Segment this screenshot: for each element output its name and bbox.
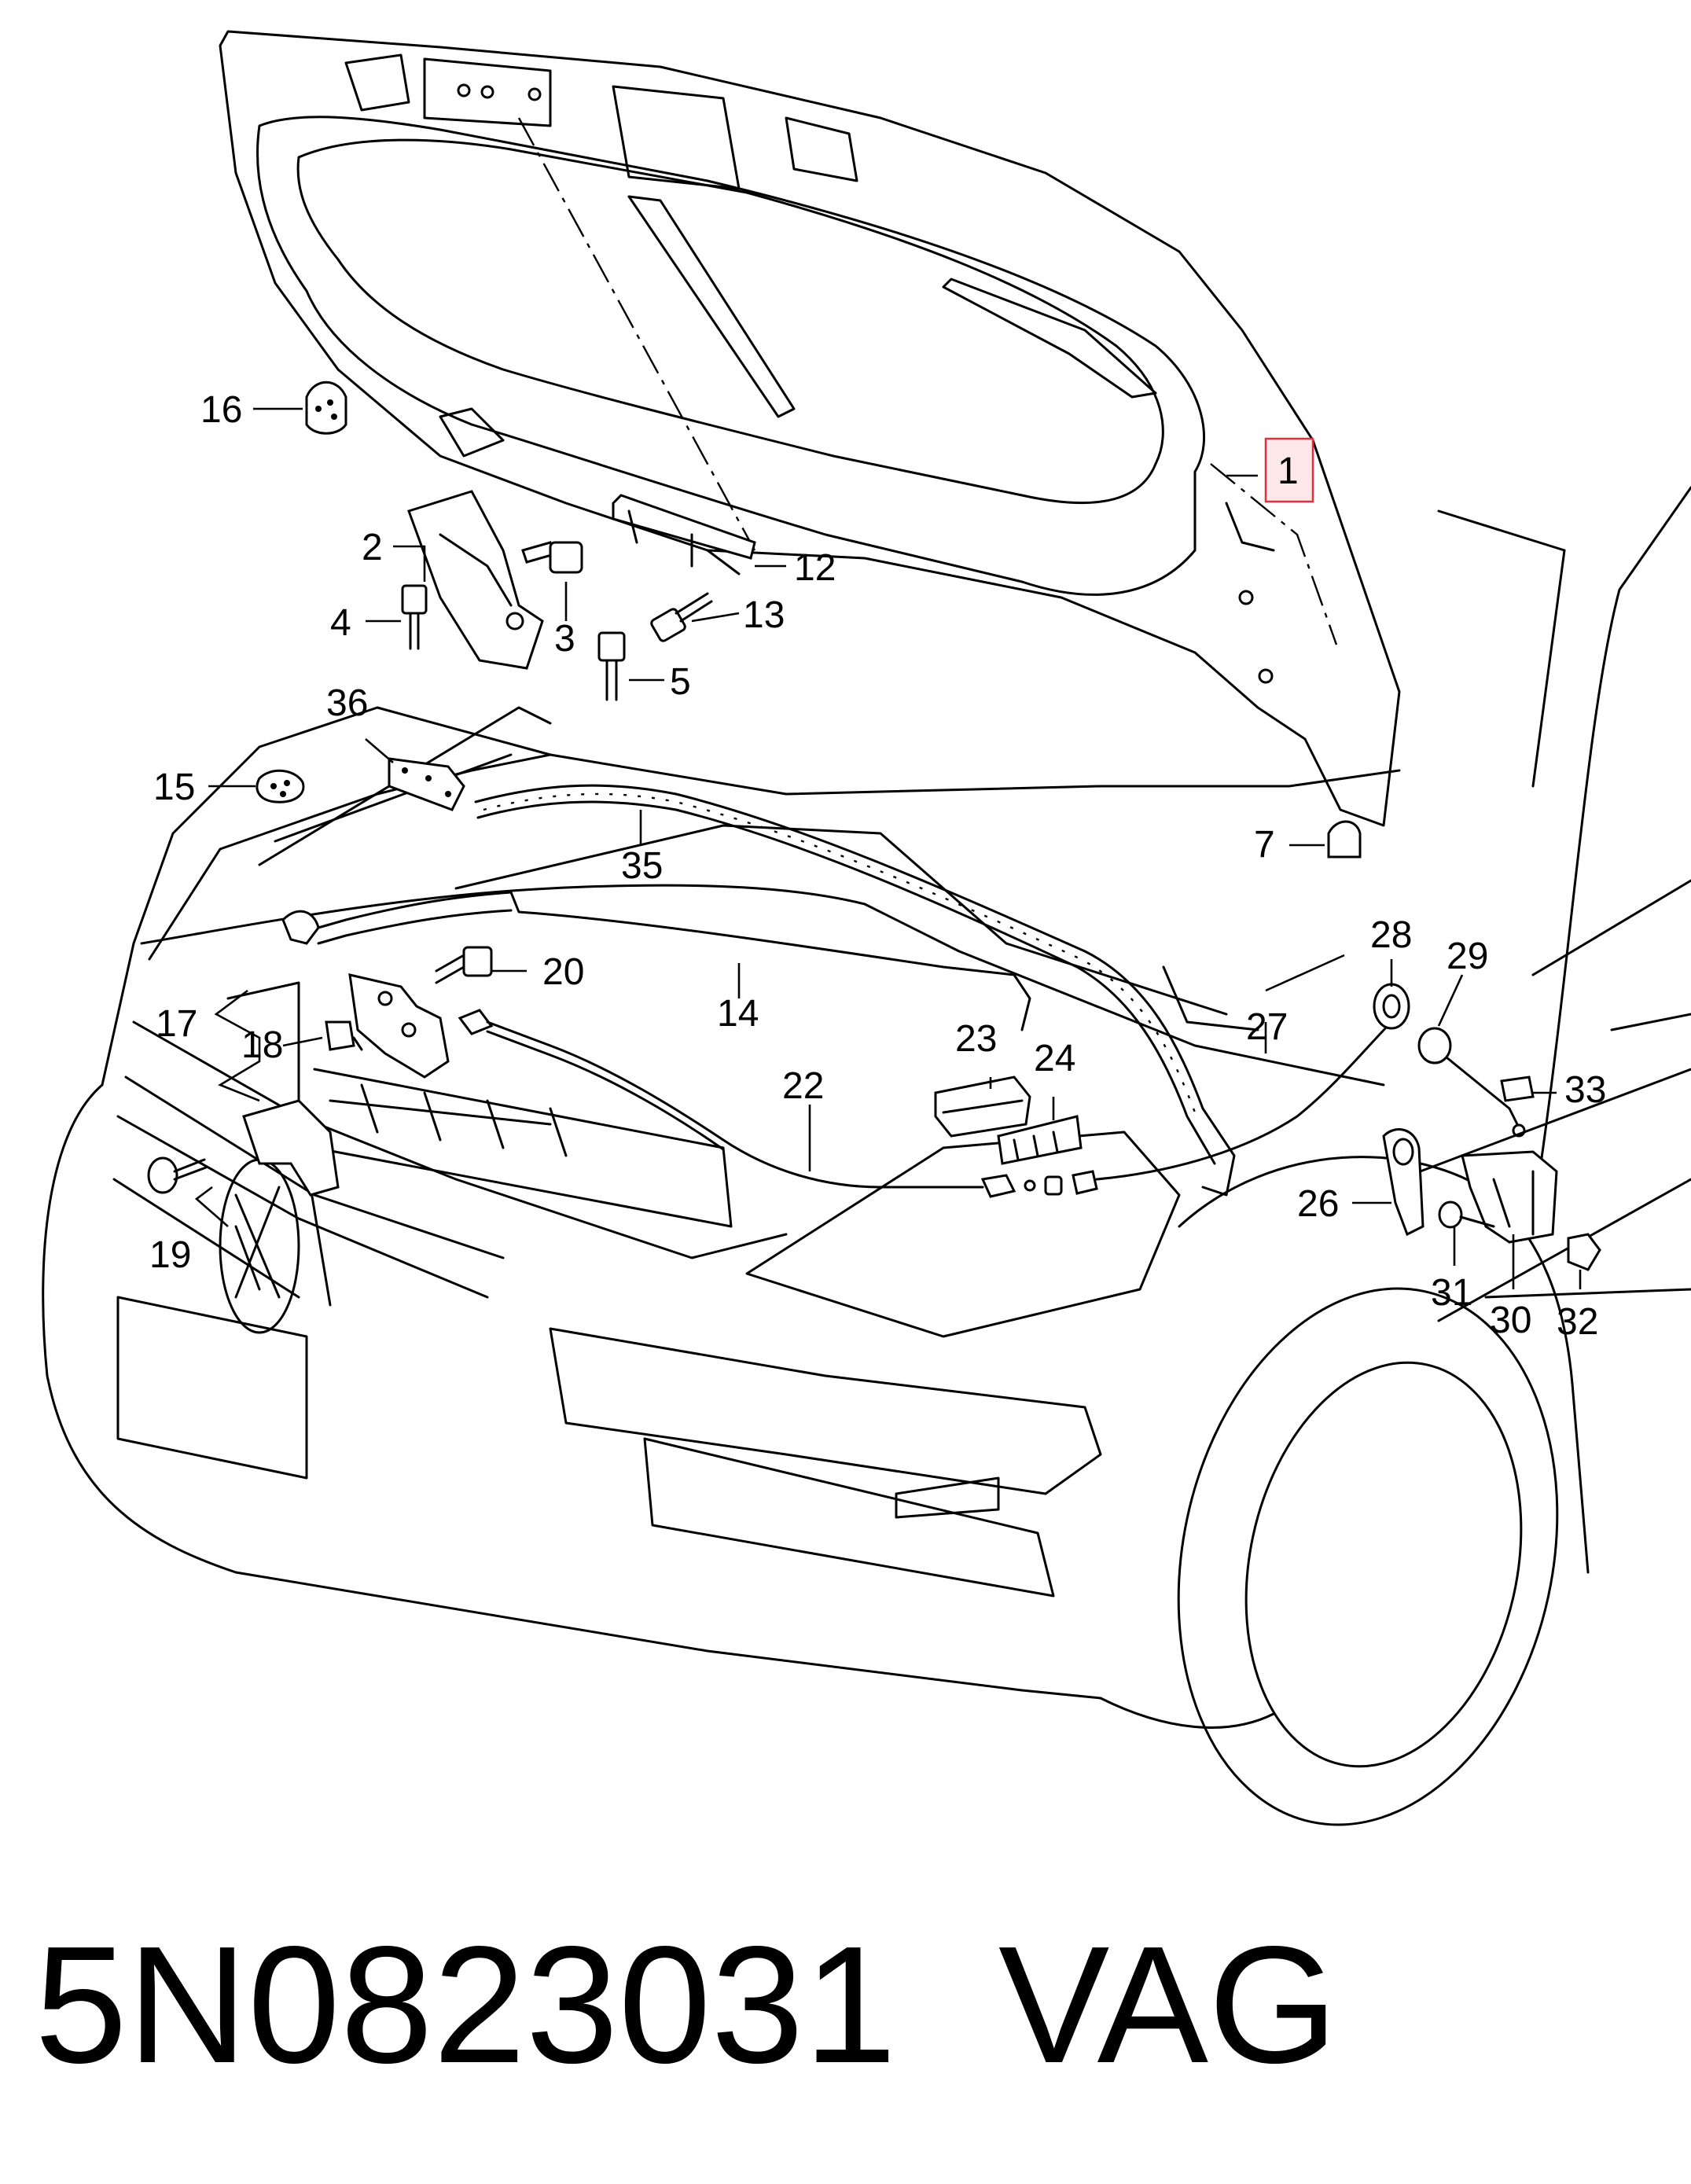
engine-bay [148,706,1259,1228]
part-36-bracket [388,757,465,811]
part-31-screw [1438,1200,1495,1229]
parts-diagram: 1 2 3 4 5 7 12 13 14 15 16 17 18 19 20 2… [42,30,1691,1826]
callout-33[interactable]: 33 [1564,1069,1606,1111]
callout-1[interactable]: 1 [1277,450,1299,492]
vehicle-body [42,486,1691,1826]
callout-5[interactable]: 5 [670,661,691,703]
callout-labels: 1 2 3 4 5 7 12 13 14 15 16 17 18 19 20 2… [149,389,1606,1343]
callout-4[interactable]: 4 [330,602,351,644]
part-19-bolt [147,1156,208,1194]
leader-lines [194,407,1582,1289]
callout-30[interactable]: 30 [1490,1300,1531,1341]
callout-16[interactable]: 16 [200,389,242,431]
part-3-bolt [521,541,583,574]
callout-18[interactable]: 18 [241,1024,283,1066]
callout-7[interactable]: 7 [1254,824,1275,866]
part-22-release-cable [458,1009,1393,1198]
part-28-grommet [1373,983,1410,1030]
callout-28[interactable]: 28 [1370,914,1412,956]
part-20-bolt [435,946,493,984]
callout-22[interactable]: 22 [782,1065,824,1107]
callout-35[interactable]: 35 [621,845,663,887]
callout-15[interactable]: 15 [153,767,195,808]
callout-3[interactable]: 3 [554,618,575,660]
part-32-clip [1567,1233,1601,1271]
callout-29[interactable]: 29 [1447,936,1488,977]
callout-14[interactable]: 14 [717,993,759,1035]
part-5-bolt [597,631,626,701]
callout-13[interactable]: 13 [743,594,785,636]
part-15-pad [255,769,305,803]
callout-26[interactable]: 26 [1297,1183,1339,1225]
part-35-seal-strip [474,784,1236,1197]
part-number-text: 5N0823031 [35,1911,897,2098]
callout-31[interactable]: 31 [1431,1272,1472,1314]
callout-20[interactable]: 20 [542,951,584,993]
part-2-hood-hinge [407,490,544,670]
part-14-hood-support-rod [281,891,1031,1031]
selected-part-highlight [1264,437,1314,503]
part-16-rubber-buffer [305,381,347,435]
callout-2[interactable]: 2 [362,527,383,568]
callout-23[interactable]: 23 [955,1018,997,1060]
callout-12[interactable]: 12 [794,547,836,589]
callout-36[interactable]: 36 [326,682,368,724]
part-23-holder [934,1075,1031,1138]
part-18-switch [325,1020,363,1051]
part-33-clip [1500,1075,1535,1102]
part-30-lever-bracket [1461,1150,1558,1244]
callout-24[interactable]: 24 [1034,1038,1075,1079]
part-29-cable-end [1417,1027,1526,1138]
part-26-release-handle [1382,1128,1424,1237]
part-7-buffer [1327,820,1362,859]
part-24-clip [997,1115,1083,1165]
brand-text: VAG [998,1911,1338,2098]
part-lock-bracket [242,1099,340,1197]
part-12-lock-carrier [612,494,756,575]
callout-27[interactable]: 27 [1246,1006,1288,1048]
callout-19[interactable]: 19 [149,1234,191,1276]
callout-32[interactable]: 32 [1557,1301,1598,1343]
part-17-hood-lock [348,973,450,1079]
hood-panel [219,30,1401,827]
part-4-bolt [401,584,428,650]
callout-17[interactable]: 17 [156,1003,197,1045]
part-13-bolt [650,592,713,642]
